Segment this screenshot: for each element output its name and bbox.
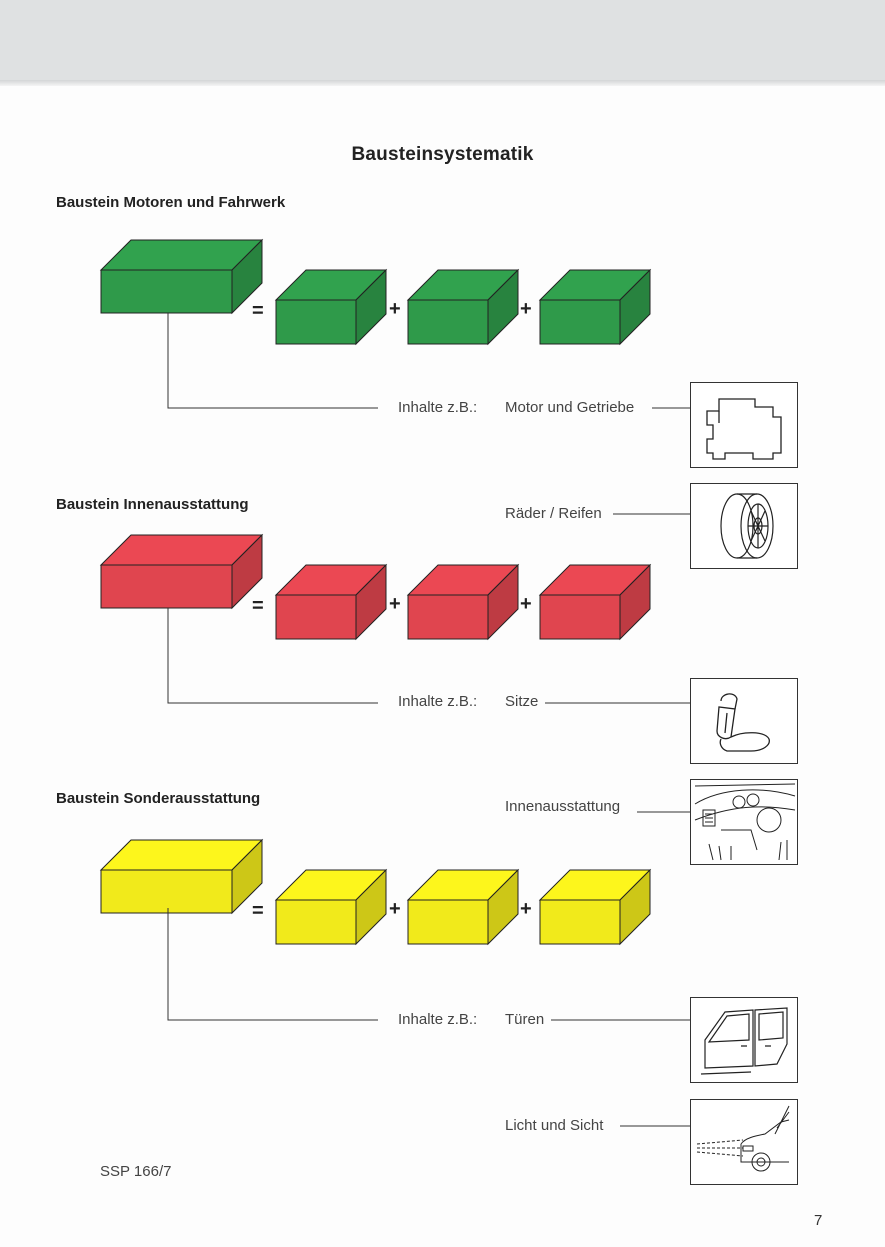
small-brick-2-2-front (407, 594, 489, 640)
plus-sign-1-2: + (520, 298, 532, 320)
item-tueren: Türen (505, 1011, 545, 1028)
big-brick-2-side (231, 533, 263, 610)
small-brick-2-1-front (275, 594, 357, 640)
small-brick-3-1-front (275, 899, 357, 945)
small-brick-3-3-side (619, 868, 651, 946)
equals-sign-2: = (252, 595, 264, 617)
headlight-icon (690, 1099, 798, 1185)
contents-label-1: Inhalte z.B.: (398, 399, 478, 416)
small-brick-1-2-front (407, 299, 489, 345)
small-brick-1-2-side (487, 268, 519, 346)
item-motor-getriebe: Motor und Getriebe (505, 399, 635, 416)
item-raeder-reifen: Räder / Reifen (505, 505, 602, 522)
equals-sign-3: = (252, 900, 264, 922)
plus-sign-2-1: + (389, 593, 401, 615)
plus-sign-2-2: + (520, 593, 532, 615)
small-brick-1-3-front (539, 299, 621, 345)
connector-line-2 (167, 608, 378, 704)
small-brick-3-2-front (407, 899, 489, 945)
section-heading-sonder: Baustein Sonderausstattung (56, 790, 261, 807)
connector-line-3 (167, 908, 378, 1021)
big-brick-3-side (231, 838, 263, 915)
contents-label-3: Inhalte z.B.: (398, 1011, 478, 1028)
wheel-icon (690, 483, 798, 569)
small-brick-1-1-front (275, 299, 357, 345)
item-sitze: Sitze (505, 693, 539, 710)
big-brick-2-front (100, 564, 233, 609)
small-brick-2-1-side (355, 563, 387, 641)
car-doors-icon (690, 997, 798, 1083)
contents-label-2: Inhalte z.B.: (398, 693, 478, 710)
small-brick-2-3-side (619, 563, 651, 641)
small-brick-3-3-front (539, 899, 621, 945)
connector-line-1 (167, 313, 378, 409)
small-brick-1-1-side (355, 268, 387, 346)
big-brick-1-front (100, 269, 233, 314)
section-heading-motoren: Baustein Motoren und Fahrwerk (56, 194, 286, 211)
equals-sign-1: = (252, 300, 264, 322)
small-brick-2-3-front (539, 594, 621, 640)
seat-icon (690, 678, 798, 764)
dashboard-icon (690, 779, 798, 865)
plus-sign-1-1: + (389, 298, 401, 320)
plus-sign-3-1: + (389, 898, 401, 920)
small-brick-1-3-side (619, 268, 651, 346)
engine-icon (690, 382, 798, 468)
plus-sign-3-2: + (520, 898, 532, 920)
section-heading-innen: Baustein Innenausstattung (56, 496, 249, 513)
scan-top-band (0, 0, 885, 86)
reference-number: SSP 166/7 (100, 1163, 172, 1180)
item-licht-sicht: Licht und Sicht (505, 1117, 604, 1134)
small-brick-3-1-side (355, 868, 387, 946)
small-brick-3-2-side (487, 868, 519, 946)
big-brick-1-side (231, 238, 263, 315)
item-innenausstattung: Innenausstattung (505, 798, 621, 815)
small-brick-2-2-side (487, 563, 519, 641)
page-number: 7 (814, 1212, 823, 1229)
big-brick-3-front (100, 869, 233, 914)
page-title: Bausteinsystematik (351, 144, 534, 165)
